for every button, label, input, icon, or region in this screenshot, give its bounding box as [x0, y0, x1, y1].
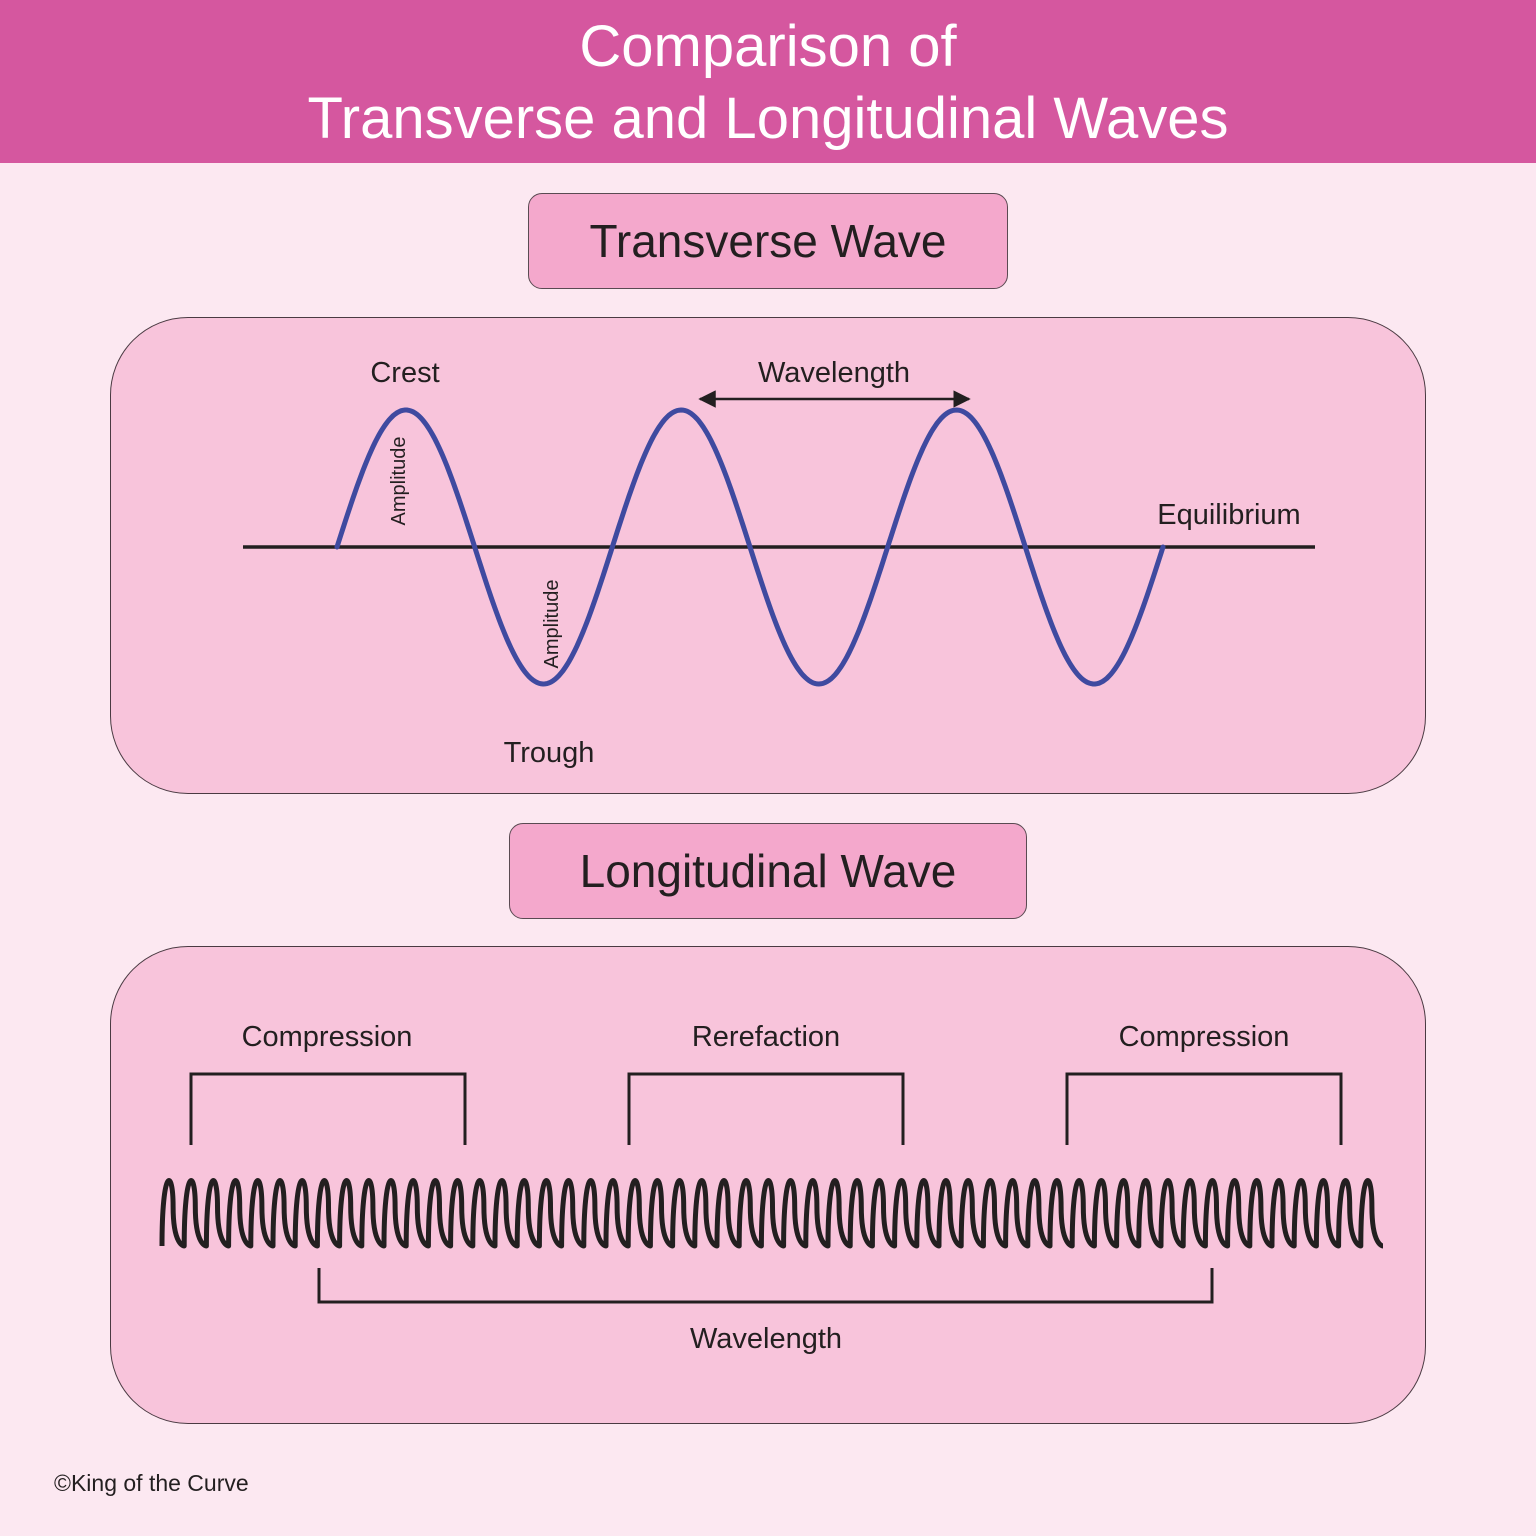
- title-line-2: Transverse and Longitudinal Waves: [307, 86, 1229, 151]
- copyright-text: ©King of the Curve: [54, 1470, 249, 1496]
- rarefaction-bracket: [627, 1072, 905, 1145]
- wavelength-label-longitudinal: Wavelength: [690, 1323, 842, 1355]
- longitudinal-wave-heading: Longitudinal Wave: [509, 823, 1027, 919]
- title-banner: Comparison of Transverse and Longitudina…: [0, 0, 1536, 163]
- crest-label: Crest: [370, 357, 439, 389]
- amplitude-label-crest: Amplitude: [388, 437, 410, 526]
- title-line-1: Comparison of: [579, 14, 957, 79]
- longitudinal-wave-coil: [159, 1178, 1384, 1249]
- compression-bracket-left: [189, 1072, 467, 1145]
- transverse-wave-heading: Transverse Wave: [528, 193, 1008, 289]
- transverse-wave-curve: [334, 407, 1166, 687]
- wavelength-label-transverse: Wavelength: [758, 357, 910, 389]
- compression-bracket-right: [1065, 1072, 1343, 1145]
- trough-label: Trough: [504, 737, 595, 769]
- wavelength-bracket-longitudinal: [317, 1268, 1214, 1304]
- amplitude-label-trough: Amplitude: [541, 580, 563, 669]
- rarefaction-label: Rerefaction: [692, 1021, 840, 1053]
- compression-label-right: Compression: [1119, 1021, 1290, 1053]
- compression-label-left: Compression: [242, 1021, 413, 1053]
- equilibrium-label: Equilibrium: [1157, 499, 1300, 531]
